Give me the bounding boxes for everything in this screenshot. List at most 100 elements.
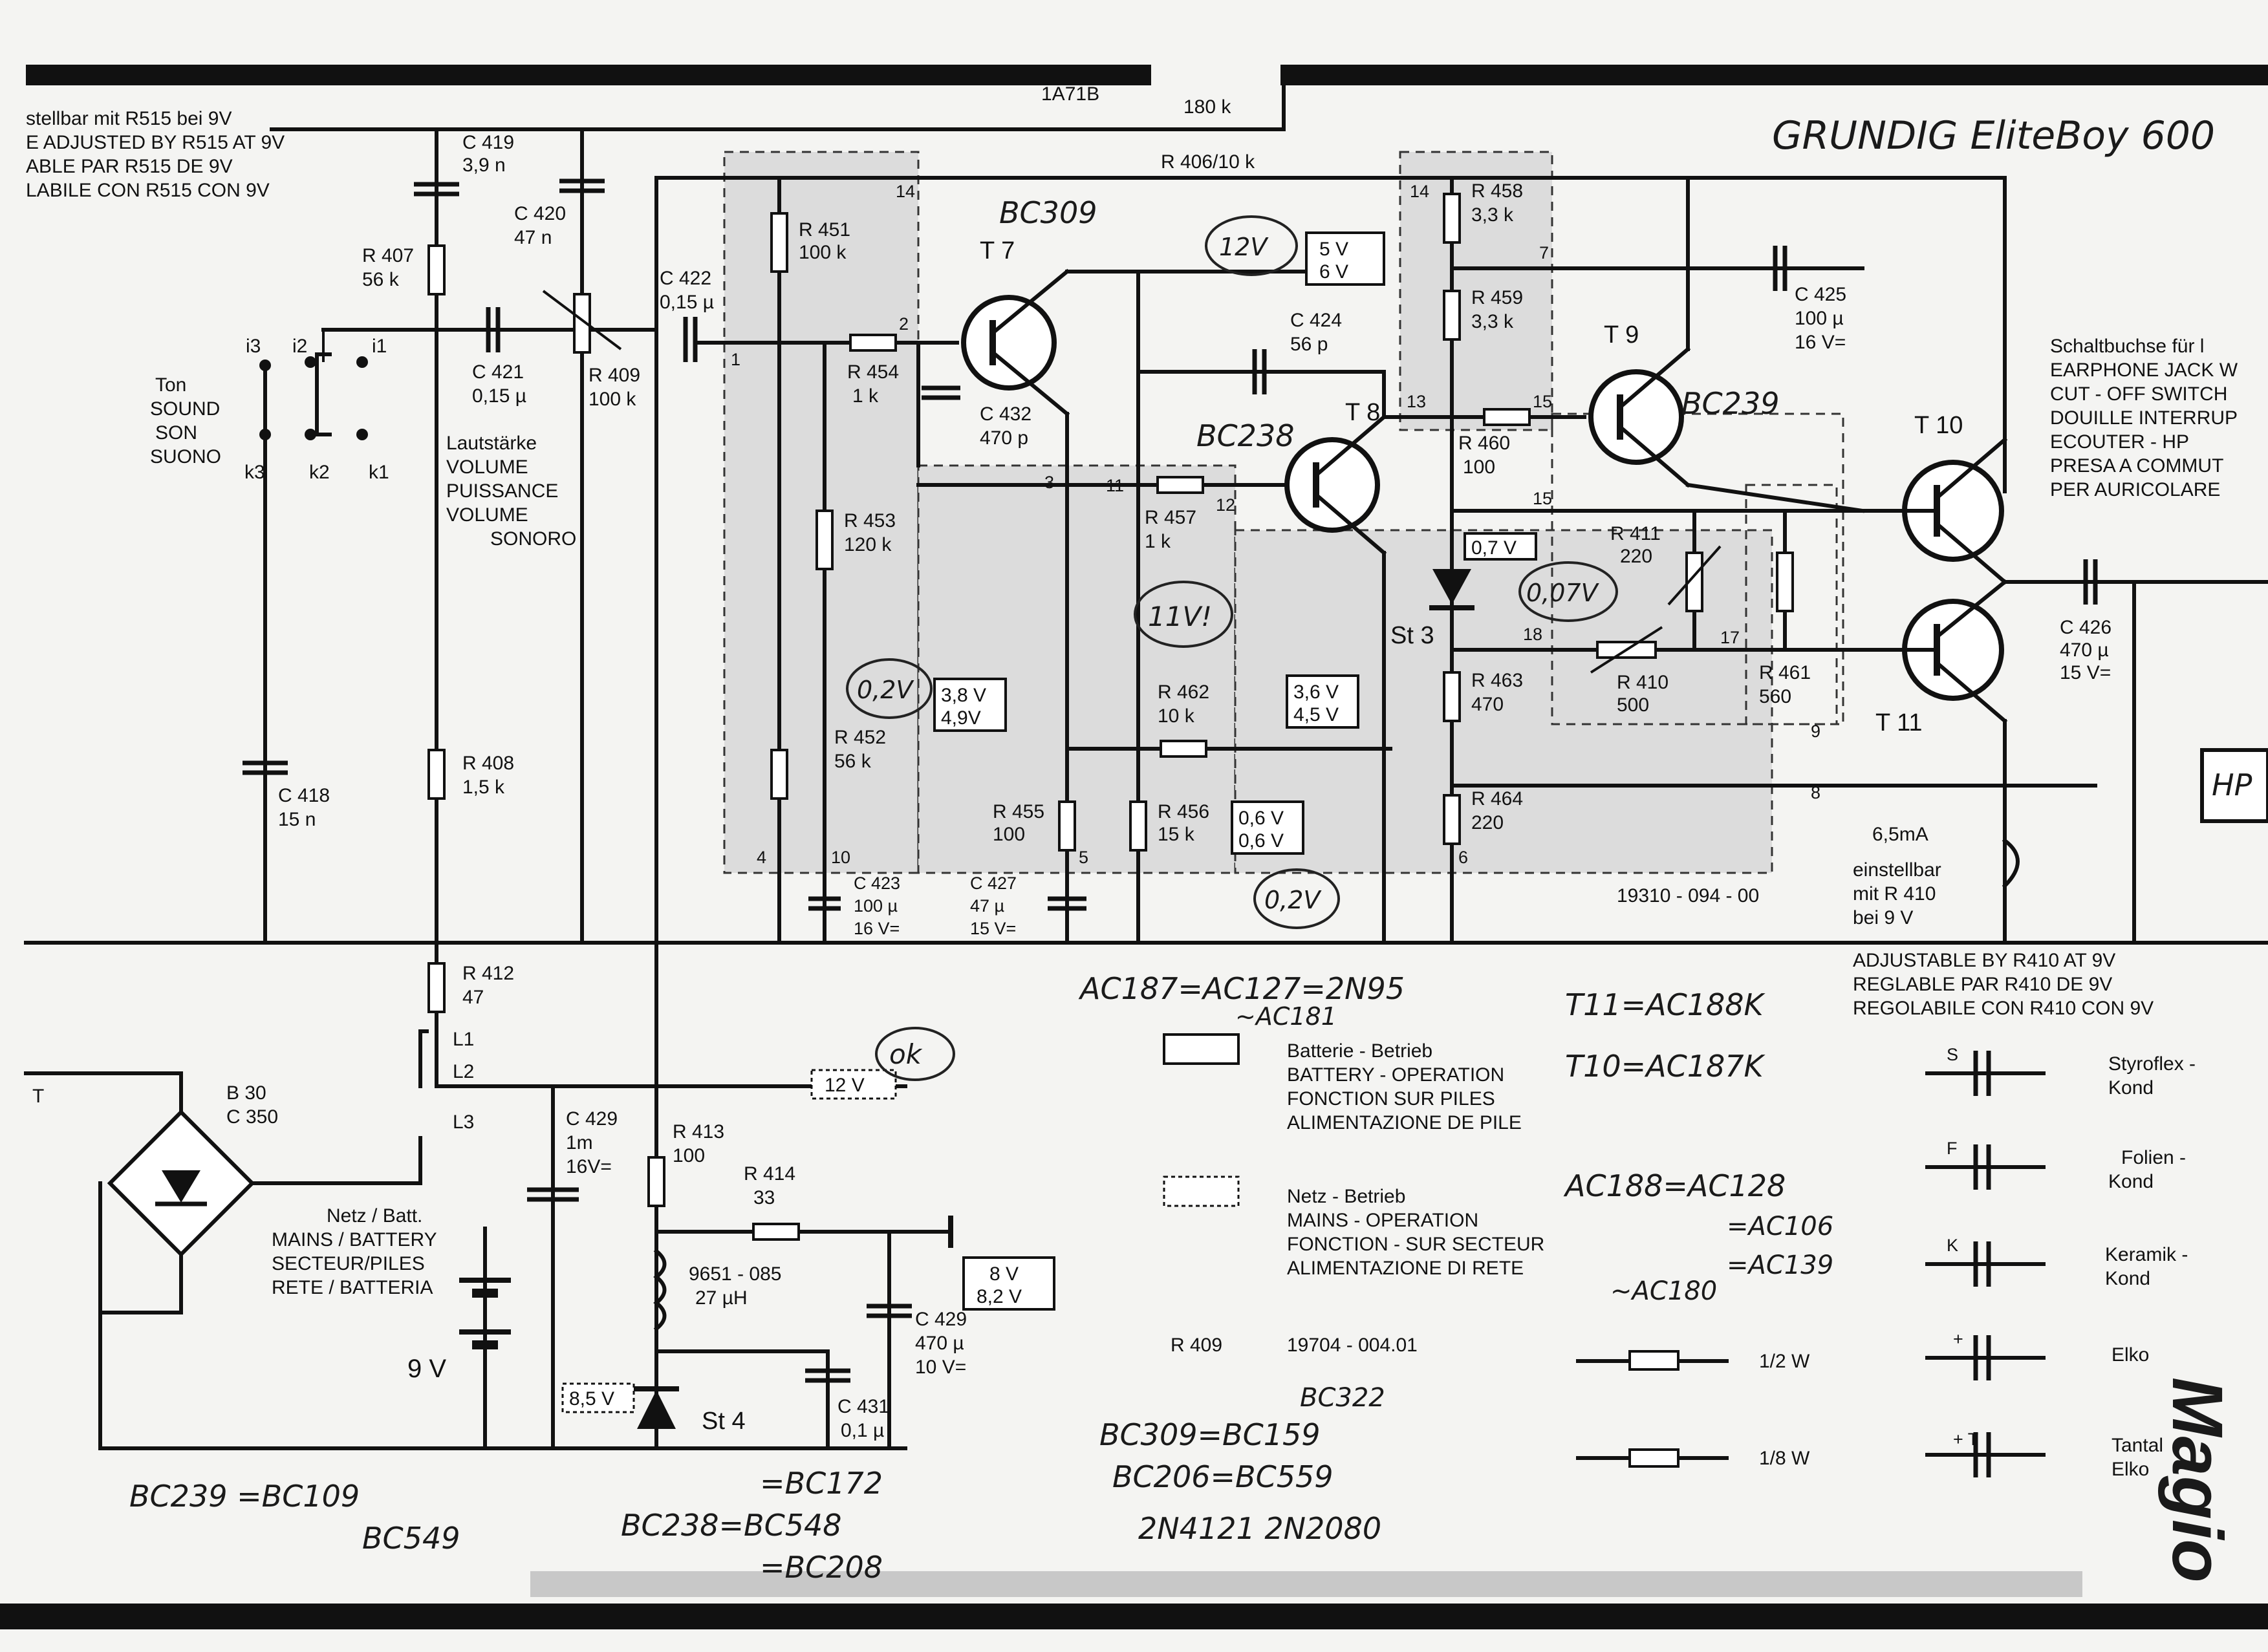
- resistor-r454: [849, 334, 897, 352]
- label-coil-val: 27 µH: [695, 1287, 748, 1309]
- pin-7: 7: [1539, 243, 1549, 263]
- label-c426: C 426: [2060, 617, 2111, 638]
- label-battery: 9 V: [407, 1355, 446, 1383]
- volume-line-2: VOLUME: [446, 456, 528, 478]
- label-c429b-volt: 10 V=: [915, 1357, 966, 1378]
- earphone-line-5: ECOUTER - HP: [2050, 431, 2189, 453]
- hand-bc208: =BC208: [760, 1550, 883, 1585]
- t11-collector: [1934, 579, 2008, 640]
- transistor-t7[interactable]: [961, 295, 1057, 391]
- label-c424: C 424: [1290, 310, 1342, 331]
- resistor-r460: [1483, 408, 1531, 426]
- label-st3: St 3: [1390, 622, 1434, 649]
- label-r413: R 413: [673, 1121, 724, 1142]
- label-r458: R 458: [1471, 180, 1523, 202]
- earphone-label: Schaltbuchse für l EARPHONE JACK W CUT -…: [2050, 336, 2238, 500]
- label-r463-val: 470: [1471, 694, 1504, 715]
- label-c418: C 418: [278, 785, 330, 806]
- resistor-r452: [770, 749, 788, 800]
- label-c422: C 422: [660, 268, 711, 289]
- label-t7: T 7: [980, 237, 1015, 264]
- transistor-t8[interactable]: [1284, 437, 1380, 533]
- legend-res-eighth-label: 1/8 W: [1759, 1448, 1810, 1469]
- mains-battery-line-3: SECTEUR/PILES: [272, 1253, 425, 1274]
- pin-2: 2: [899, 314, 909, 334]
- hand-bc549: BC549: [362, 1521, 460, 1556]
- legend-cap-k-name-2: Kond: [2105, 1268, 2150, 1289]
- pin-k1: k1: [369, 462, 389, 483]
- label-r457: R 457: [1145, 507, 1196, 528]
- t8-emitter: [1313, 491, 1387, 556]
- label-c423-volt: 16 V=: [854, 919, 900, 938]
- label-r457-val: 1 k: [1145, 531, 1171, 552]
- legend-mains-1: Netz - Betrieb: [1287, 1186, 1405, 1207]
- transistor-t9[interactable]: [1588, 369, 1684, 465]
- hand-02b: 0,2V: [1264, 886, 1322, 914]
- voltage-6v: 6 V: [1319, 261, 1348, 283]
- hand-circle-11v: [1134, 581, 1233, 648]
- board-region-right: [1399, 151, 1553, 431]
- pin-l1: L1: [453, 1029, 474, 1050]
- label-c425: C 425: [1795, 284, 1846, 305]
- legend-battery-3: FONCTION SUR PILES: [1287, 1088, 1495, 1110]
- label-r459-val: 3,3 k: [1471, 311, 1514, 332]
- label-c427: C 427: [970, 874, 1017, 893]
- tone-line-3: SON: [155, 422, 197, 444]
- legend-battery-box: [1163, 1033, 1240, 1065]
- legend-cap-f-mark: F: [1947, 1139, 1958, 1158]
- pin-12: 12: [1216, 495, 1235, 515]
- label-r459: R 459: [1471, 287, 1523, 308]
- label-r406: R 406/10 k: [1161, 151, 1255, 173]
- hand-07v: 0,07V: [1526, 579, 1600, 607]
- voltage-box-t7-base: [933, 678, 1007, 732]
- legend-cap-f-name: Folien -: [2121, 1147, 2186, 1168]
- top-note-line-3: ABLE PAR R515 DE 9V: [26, 156, 233, 177]
- switch-contact-k1: [356, 429, 368, 440]
- voltage-0-6v-b: 0,6 V: [1238, 830, 1284, 852]
- switch-contact-i2: [305, 356, 316, 368]
- label-r462-val: 10 k: [1158, 705, 1195, 727]
- speaker-hp: [2200, 748, 2268, 823]
- voltage-box-t8-collector: [1305, 231, 1385, 286]
- label-r463: R 463: [1471, 670, 1523, 691]
- label-r454: R 454: [847, 361, 899, 383]
- hand-ac188: AC188=AC128: [1563, 1168, 1786, 1203]
- pin-14-right: 14: [1410, 182, 1429, 201]
- hand-11v: 11V!: [1148, 601, 1212, 632]
- label-c423: C 423: [854, 874, 900, 893]
- pin-5: 5: [1079, 848, 1088, 867]
- hand-ac180: ~AC180: [1610, 1276, 1717, 1306]
- adjust-note: 6,5mA einstellbar mit R 410 bei 9 V: [1853, 824, 1941, 928]
- top-border: [26, 65, 2268, 85]
- label-r407: R 407: [362, 245, 414, 266]
- hand-bc238: BC238=BC548: [621, 1508, 842, 1543]
- legend-cap-tantal-name: Tantal: [2111, 1435, 2163, 1456]
- legend-mains: Netz - Betrieb MAINS - OPERATION FONCTIO…: [1287, 1186, 1544, 1279]
- r410-arrow: [1590, 626, 1663, 674]
- voltage-box-st4: [561, 1382, 635, 1413]
- pin-l2: L2: [453, 1061, 474, 1082]
- volume-line-4: VOLUME: [446, 504, 528, 526]
- voltage-0-6v-a: 0,6 V: [1238, 808, 1284, 829]
- voltage-box-t8-emitter: [1286, 674, 1359, 729]
- legend-cap-f-name-2: Kond: [2108, 1171, 2154, 1192]
- label-r462: R 462: [1158, 681, 1209, 703]
- hand-ac106: =AC106: [1727, 1212, 1833, 1241]
- hand-t9: BC239: [1681, 386, 1779, 421]
- earphone-line-6: PRESA A COMMUT: [2050, 455, 2223, 477]
- voltage-8-2v: 8,2 V: [977, 1286, 1022, 1307]
- label-c423-val: 100 µ: [854, 896, 898, 916]
- pin-k3: k3: [244, 462, 265, 483]
- legend-mains-2: MAINS - OPERATION: [1287, 1210, 1478, 1231]
- bridge-diode: [162, 1170, 200, 1203]
- pin-15-b: 15: [1533, 489, 1552, 508]
- volume-label: Lautstärke VOLUME PUISSANCE VOLUME SONOR…: [446, 433, 576, 550]
- mains-battery-line-1: Netz / Batt.: [327, 1205, 422, 1227]
- resistor-r461: [1776, 552, 1794, 612]
- r411-arrow: [1667, 545, 1722, 606]
- bottom-grey-band: [530, 1571, 2082, 1597]
- hand-circle-12v: [1205, 215, 1298, 276]
- hand-12v: 12V: [1219, 233, 1269, 261]
- legend-battery-1: Batterie - Betrieb: [1287, 1040, 1432, 1062]
- tone-line-1: Ton: [155, 374, 186, 396]
